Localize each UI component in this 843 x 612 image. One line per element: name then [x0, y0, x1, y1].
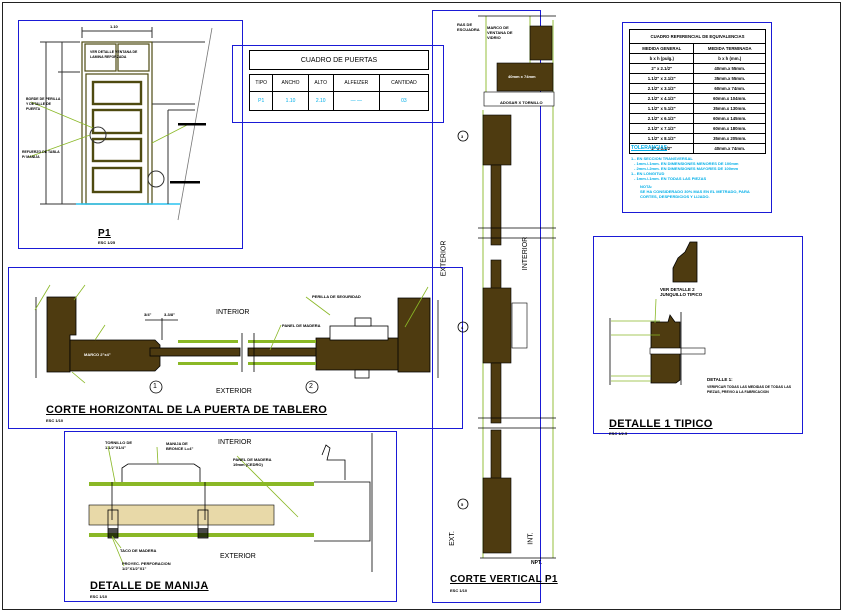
detail-1-heading: DETALLE 1:: [707, 377, 733, 382]
door-schedule-header-row: TIPO ANCHO ALTO ALFEIZER CANTIDAD: [248, 74, 430, 92]
junquillo-note: VER DETALLE 2 JUNQUILLO TIPICO: [660, 287, 703, 297]
tolerances-title: TOLERANCIAS: [631, 145, 668, 151]
section-marker-1: [149, 380, 163, 394]
window-frame-section: [529, 25, 553, 61]
cell-alto: 2.10: [307, 91, 334, 111]
door-elevation-title: P1: [98, 228, 111, 239]
door-width-dim: 1.10: [110, 24, 118, 29]
typical-detail-frame: [593, 236, 803, 434]
horizontal-section-title: CORTE HORIZONTAL DE LA PUERTA DE TABLERO: [46, 404, 328, 416]
section-marker-2: [305, 380, 319, 394]
door-schedule-table: CUADRO DE PUERTAS TIPO ANCHO ALTO ALFEIZ…: [248, 50, 430, 111]
tolerance-line: - 2mm./-2mm. EN DIMENSIONES MAYORES DE 1…: [634, 166, 739, 171]
section-marker-3: [457, 130, 469, 142]
wood-panel: [88, 504, 275, 526]
marker-2-label: 2: [309, 383, 313, 390]
vertical-section-scale: ESC 1/10: [450, 588, 468, 593]
tolerance-line: SE HA CONSIDERADO 30% MAS EN EL METRADO,…: [640, 189, 750, 194]
panel-note: PANEL DE MADERA: [282, 323, 321, 328]
drill-note: PROYEC. PERFORACION 1/2"X1/2"X1": [122, 561, 171, 571]
section-marker-4: [457, 321, 469, 333]
tolerance-line: 1.- EN SECCION TRANSVERSAL: [631, 156, 693, 161]
interior-label: INTERIOR: [216, 309, 250, 316]
door-note-handle: REFUERZO DE TABLA P/ MANIJA: [22, 150, 60, 159]
equivalence-table: CUADRO REFERENCIAL DE EQUIVALENCIAS MEDI…: [628, 29, 766, 154]
junquillo-profile: [672, 241, 698, 283]
horizontal-section-frame: [8, 267, 463, 429]
exterior-label: EXTERIOR: [216, 388, 252, 395]
door-note-window: VER DETALLE VENTANA DE LAMINA REFORZADA: [90, 50, 138, 59]
marker-1-label: 1: [153, 383, 157, 390]
screw-note: TORNILLO DE 1.1/2"X1/4": [105, 440, 133, 450]
marker-4-label: 4: [461, 325, 464, 330]
handle-detail-frame: [64, 431, 397, 602]
lock-rail: [482, 287, 512, 364]
handle-interior-label: INTERIOR: [218, 439, 252, 446]
door-note-knob: BORDE DE PERILLA Y DETALLE DE PUERTA: [26, 97, 61, 111]
handle-detail-title: DETALLE DE MANIJA: [90, 580, 209, 592]
handle-note: MANIJA DE BRONCE L=4": [166, 441, 194, 451]
tolerance-line: - 1mm./-1mm. EN TODAS LAS PIEZAS: [634, 176, 707, 181]
tolerance-line: 1.- EN LONGITUD: [631, 171, 665, 176]
marker-5-label: 5: [461, 502, 464, 507]
lockset-note: PERILLA DE SEGURIDAD: [312, 294, 361, 299]
header-tipo: TIPO: [248, 74, 274, 92]
lockset-vertical: [511, 302, 528, 349]
dim-label: 3/4": [144, 312, 152, 317]
section-marker-5: [457, 498, 469, 510]
typical-detail-scale: ESC 1/2.5: [609, 431, 628, 436]
detail-1-note: VERIFICAR TODAS LAS MEDIDAS DE TODAS LAS…: [707, 385, 792, 394]
panel-section: [149, 347, 241, 357]
panel-note: PANEL DE MADERA 19mm (CEDRO): [233, 457, 272, 467]
handle-exterior-label: EXTERIOR: [220, 553, 256, 560]
bottom-rail: [482, 477, 512, 554]
right-frame-jamb: [397, 297, 431, 373]
top-rail: [482, 114, 512, 166]
ras-escuadra-note: RAS DE ESCUADRA: [457, 22, 480, 32]
vertical-section-frame: [432, 10, 541, 603]
left-stile: [69, 339, 161, 372]
bronze-handle: [121, 463, 201, 482]
cell-tipo: P1: [248, 91, 274, 111]
table-row: P1 1.10 2.10 — — 03: [248, 91, 430, 111]
head-jamb: [496, 62, 554, 92]
dim-label: 3-3/8": [164, 312, 176, 317]
tolerance-line: - 1mm./-1mm. EN DIMENSIONES MENORES DE 1…: [634, 161, 739, 166]
vertical-section-title: CORTE VERTICAL P1: [450, 574, 558, 585]
bolted-note: ADOSAR X TORNILLO: [500, 100, 543, 105]
wood-block-note: TACO DE MADERA: [120, 548, 157, 553]
equivalence-frame: [622, 22, 772, 213]
door-elevation-scale: ESC 1/25: [98, 240, 116, 245]
table-row: 2" x 3.1/2"40mm.x 74mm.: [628, 143, 766, 154]
horizontal-section-scale: ESC 1/10: [46, 418, 64, 423]
tolerance-line: CORTES, DESPERDICIOS Y LIJADO.: [640, 194, 710, 199]
door-schedule-frame: [232, 45, 444, 123]
marker-3-label: 3: [461, 134, 464, 139]
window-frame-note: MARCO DE VENTANA DE VIDRIO: [487, 25, 513, 40]
door-panel: [91, 166, 143, 194]
door-elevation-frame: [18, 20, 243, 249]
cell-cantidad: 03: [378, 91, 430, 111]
eq-cell: 2" x 3.1/2": [628, 143, 695, 154]
eq-cell: 40mm.x 74mm.: [693, 143, 766, 154]
door-schedule-title: CUADRO DE PUERTAS: [249, 50, 429, 70]
frame-size-note: 40mm x 74mm: [508, 74, 536, 79]
frame-size-note: MARCO 2"x4": [84, 352, 111, 357]
tolerance-line: NOTA:: [640, 184, 653, 189]
door-panel: [91, 108, 143, 135]
npt-label: NPT.: [531, 560, 542, 566]
transom-rail: [483, 91, 555, 107]
cell-ancho: 1.10: [272, 91, 309, 111]
door-panel: [91, 137, 143, 163]
screw: [649, 347, 706, 355]
handle-detail-scale: ESC 1/10: [90, 594, 108, 599]
typical-detail-title: DETALLE 1 TIPICO: [609, 418, 713, 430]
door-panel: [91, 80, 143, 106]
